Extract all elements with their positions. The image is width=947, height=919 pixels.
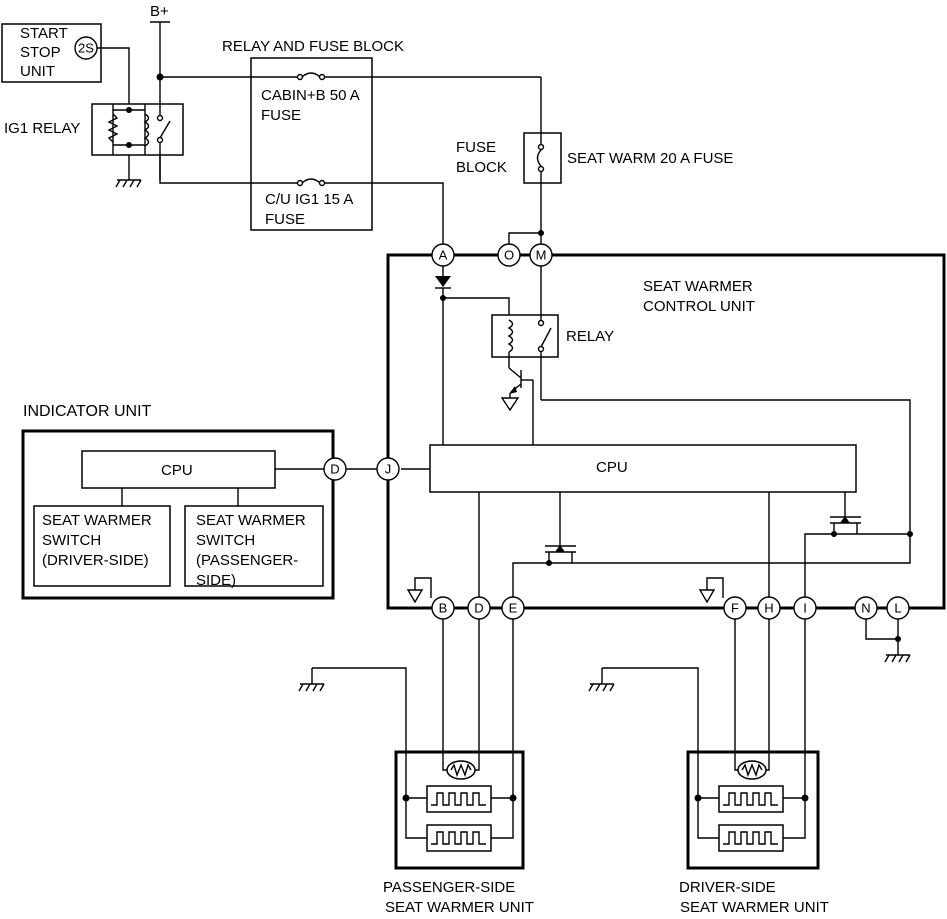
pin-n: N	[861, 601, 870, 616]
pin-h: H	[764, 601, 773, 616]
passenger-switch-line3: (PASSENGER-	[196, 552, 298, 569]
relay-fuse-block-title: RELAY AND FUSE BLOCK	[222, 38, 404, 55]
cu-ig1-fuse-line1: C/U IG1 15 A	[265, 191, 353, 208]
driver-switch-line3: (DRIVER-SIDE)	[42, 552, 149, 569]
driver-unit-line1: DRIVER-SIDE	[679, 879, 776, 896]
cu-ig1-fuse-line2: FUSE	[265, 211, 305, 228]
passenger-unit-line2: SEAT WARMER UNIT	[385, 899, 534, 916]
seat-warmer-control-unit: SEAT WARMER CONTROL UNIT RELAY CP	[376, 243, 946, 620]
relay-label: RELAY	[566, 328, 614, 345]
fuse-block: FUSE BLOCK SEAT WARM 20 A FUSE	[456, 77, 733, 184]
driver-switch-line1: SEAT WARMER	[42, 512, 152, 529]
pin-j: J	[385, 462, 392, 477]
indicator-unit: INDICATOR UNIT CPU D SEAT WARMER SWITCH …	[21, 403, 377, 600]
start-stop-line2: STOP	[20, 44, 61, 61]
cabin-fuse-line1: CABIN+B 50 A	[261, 87, 360, 104]
passenger-unit-line1: PASSENGER-SIDE	[383, 879, 515, 896]
pin-o: O	[504, 248, 514, 263]
control-cpu-label: CPU	[596, 459, 628, 476]
driver-unit-line2: SEAT WARMER UNIT	[680, 899, 829, 916]
indicator-cpu-label: CPU	[161, 462, 193, 479]
control-unit-line1: SEAT WARMER	[643, 278, 753, 295]
start-stop-line3: UNIT	[20, 63, 55, 80]
fuse-block-line1: FUSE	[456, 139, 496, 156]
passenger-side-seat-warmer-unit: PASSENGER-SIDE SEAT WARMER UNIT	[298, 619, 534, 916]
start-stop-unit: START STOP UNIT 2S	[1, 23, 130, 104]
cabin-fuse-line2: FUSE	[261, 107, 301, 124]
passenger-switch-line1: SEAT WARMER	[196, 512, 306, 529]
passenger-switch-line4: SIDE)	[196, 572, 236, 589]
driver-side-seat-warmer-unit: DRIVER-SIDE SEAT WARMER UNIT	[588, 619, 829, 916]
pin-l: L	[894, 601, 901, 616]
pin-a: A	[439, 248, 448, 263]
pin-i: I	[803, 601, 807, 616]
control-unit-line2: CONTROL UNIT	[643, 298, 755, 315]
pin-m: M	[536, 248, 547, 263]
ig1-relay: IG1 RELAY	[4, 103, 184, 188]
ig1-relay-label: IG1 RELAY	[4, 120, 80, 137]
pin-b: B	[439, 601, 448, 616]
relay-and-fuse-block: RELAY AND FUSE BLOCK CABIN+B 50 A FUSE C…	[222, 38, 404, 231]
pin-d: D	[474, 601, 483, 616]
start-stop-pin-2s: 2S	[78, 41, 94, 56]
seat-warm-fuse-label: SEAT WARM 20 A FUSE	[567, 150, 733, 167]
start-stop-line1: START	[20, 25, 68, 42]
passenger-switch-line2: SWITCH	[196, 532, 255, 549]
driver-switch-line2: SWITCH	[42, 532, 101, 549]
fuse-block-line2: BLOCK	[456, 159, 507, 176]
indicator-unit-title: INDICATOR UNIT	[23, 403, 152, 420]
indicator-pin-d: D	[330, 462, 339, 477]
b-plus-label: B+	[150, 3, 169, 20]
pin-f: F	[731, 601, 739, 616]
pin-e: E	[509, 601, 518, 616]
